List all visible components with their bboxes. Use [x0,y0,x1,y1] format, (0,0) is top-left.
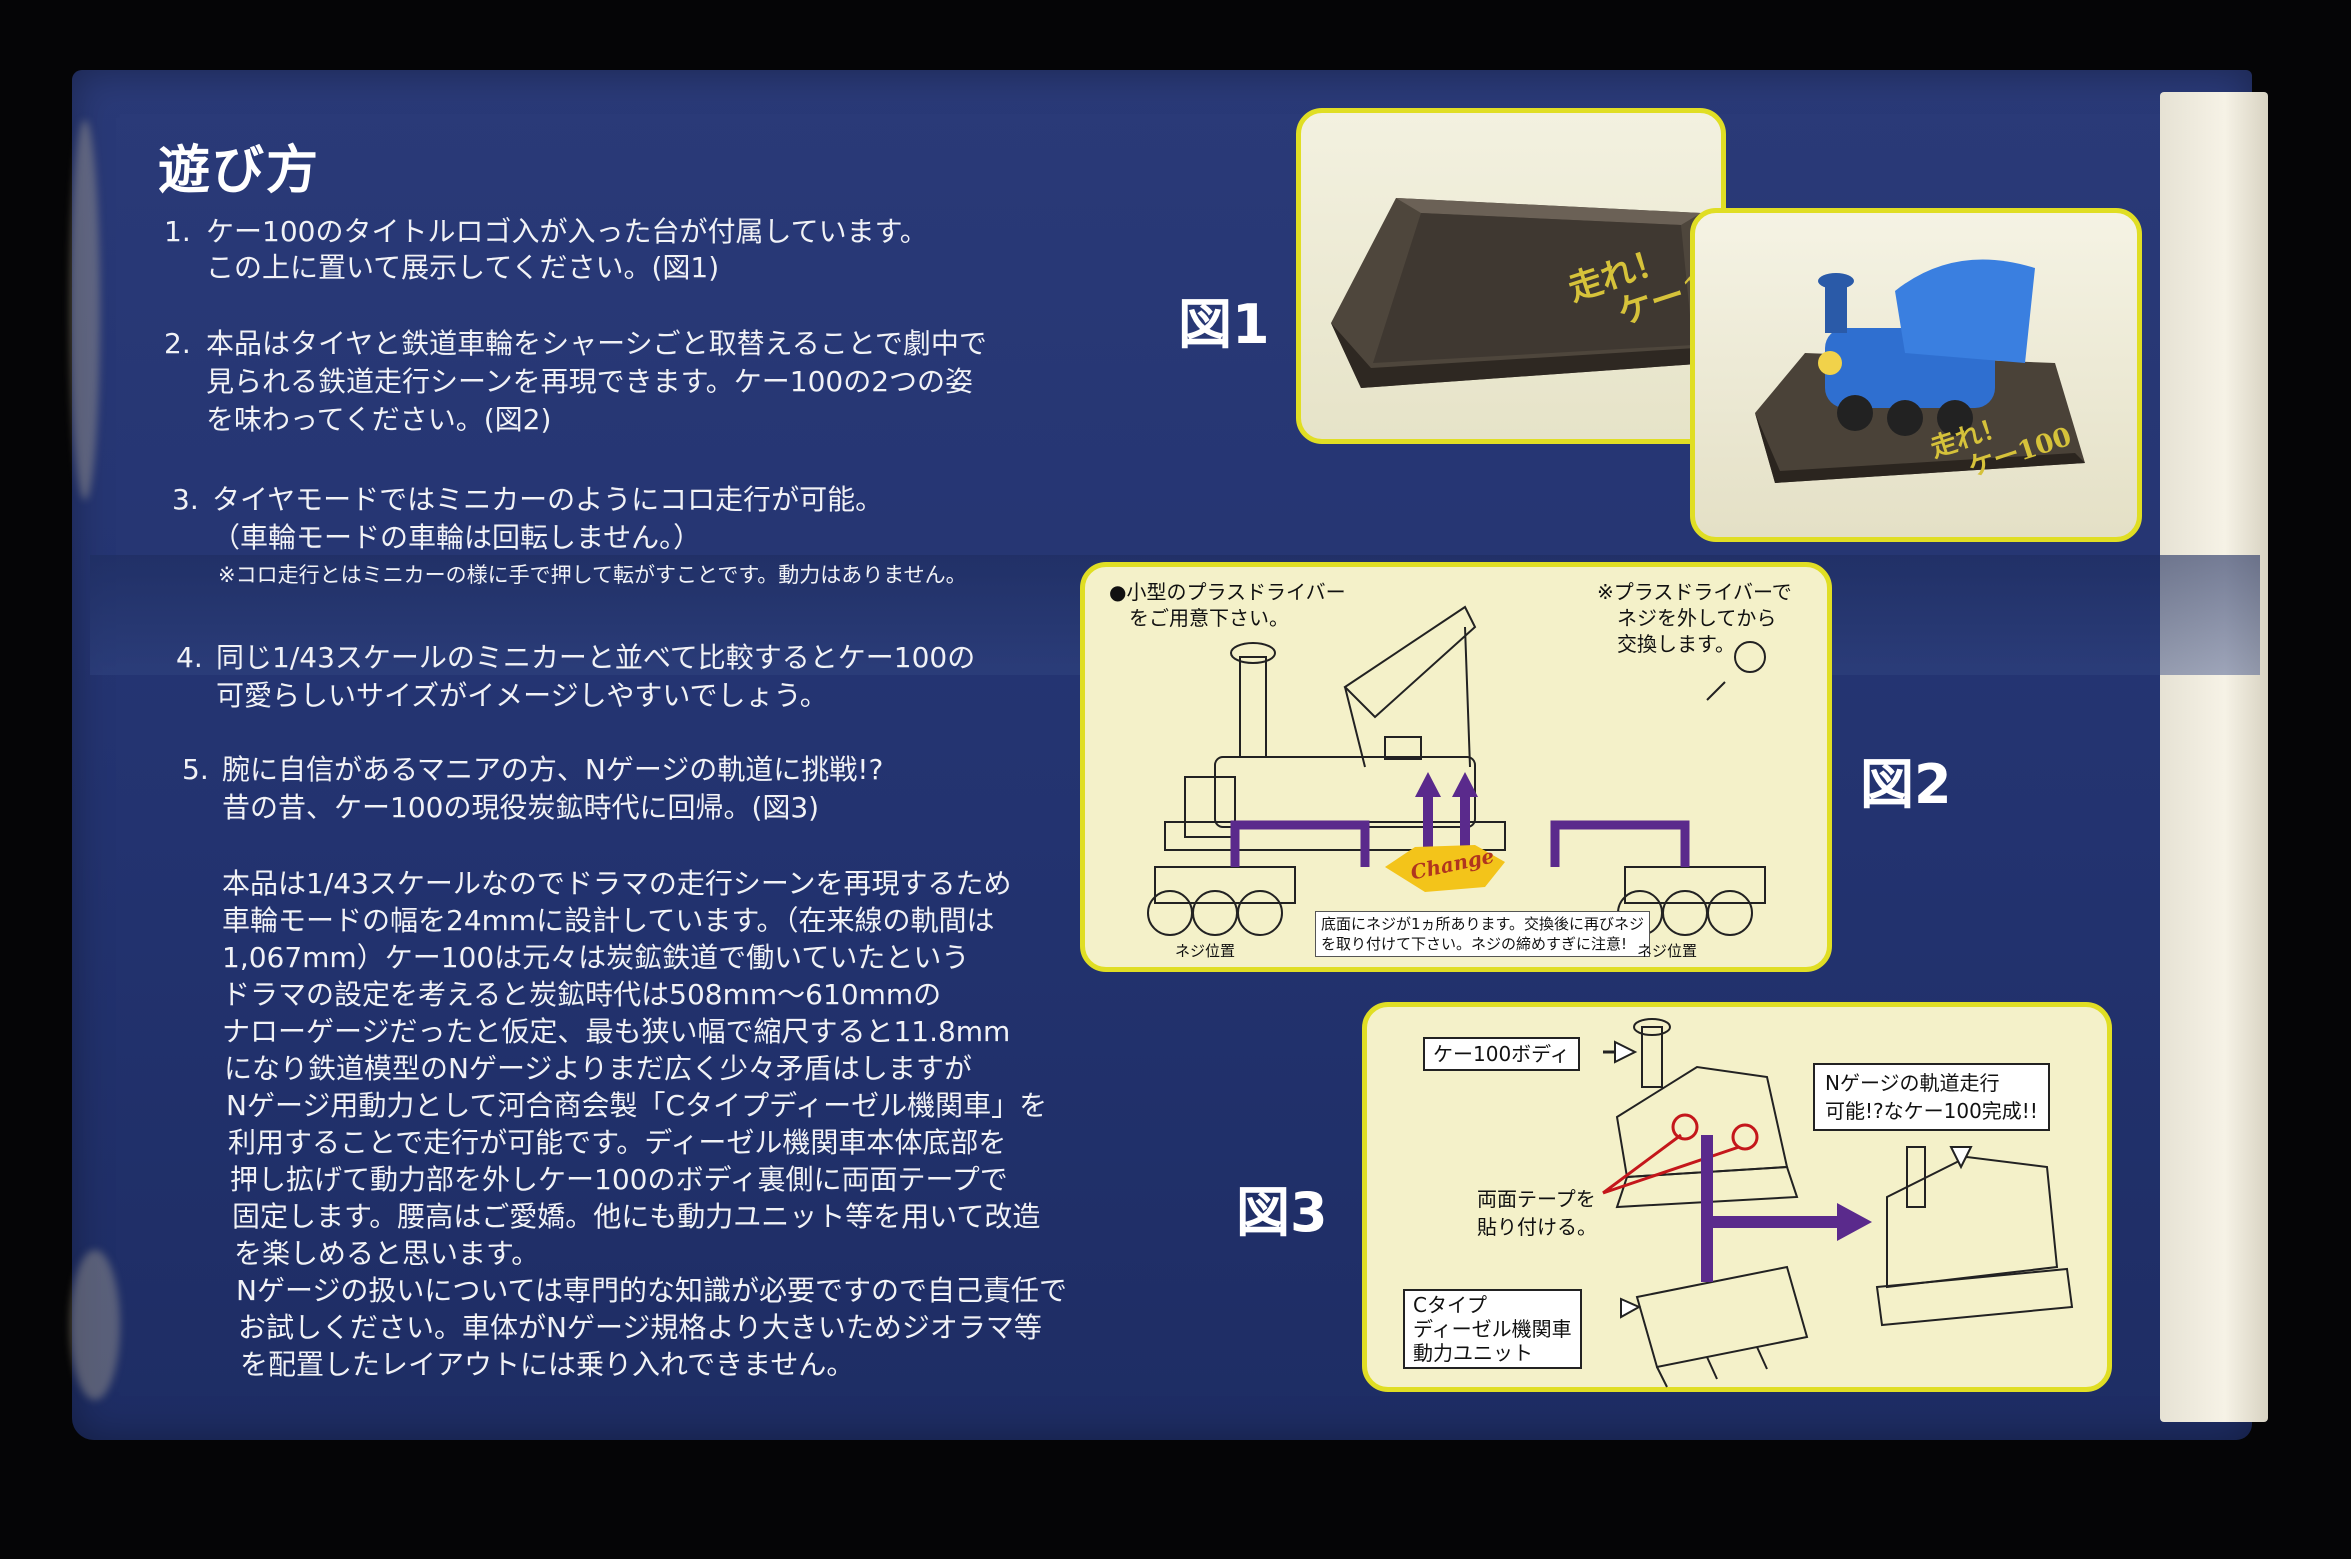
item-text: 可愛らしいサイズがイメージしやすいでしょう。 [216,679,828,712]
screw-position-label: ネジ位置 [1175,942,1236,960]
paragraph-line: 1,067mm）ケー100は元々は炭鉱鉄道で働いていたという [222,941,970,974]
paragraph-line: ドラマの設定を考えると炭鉱時代は508mm～610mmの [222,978,942,1011]
paragraph-line: 固定します。腰高はご愛嬌。他にも動力ユニット等を用いて改造 [232,1200,1041,1233]
paragraph-line: お試しください。車体がNゲージ規格より大きいためジオラマ等 [238,1311,1042,1344]
paragraph-line: 車輪モードの幅を24mmに設計しています。（在来線の軌間は [222,904,995,937]
fig3-diagram: ケー100ボディ Nゲージの軌道走行 可能!?なケー100完成!! 両面テープを… [1362,1002,2112,1392]
paragraph-line: 利用することで走行が可能です。ディーゼル機関車本体底部を [228,1126,1007,1159]
fig1-photo-base: 走れ！ケー100 [1296,108,1758,444]
unscrew-note: ※プラスドライバーで ネジを外してから 交換します。 [1597,580,1792,656]
item-text: 同じ1/43スケールのミニカーと並べて比較するとケー100の [216,641,976,674]
item-text: 本品はタイヤと鉄道車輪をシャーシごと取替えることで劇中で [206,327,987,360]
paragraph-line: を楽しめると思います。 [234,1237,540,1270]
item-text: を味わってください。(図2) [206,403,552,436]
item-text: ケー100のタイトルロゴ入が入った台が付属しています。 [206,215,928,248]
item-text: タイヤモードではミニカーのようにコロ走行が可能。 [212,483,884,516]
n-gauge-assembly-illustration [1602,1018,2074,1388]
edge-wear [70,1250,120,1400]
fig1-label: 図1 [1178,293,1270,356]
paragraph-line: Nゲージの扱いについては専門的な知識が必要ですので自己責任で [236,1274,1067,1307]
item-number: 2. [164,327,191,360]
unit-callout: Cタイプ ディーゼル機関車 動力ユニット [1403,1289,1582,1369]
item-text: この上に置いて展示してください。(図1) [206,251,720,284]
item-number: 4. [176,641,203,674]
paragraph-line: を配置したレイアウトには乗り入れできません。 [240,1348,855,1381]
item-number: 5. [182,753,209,786]
screw-position-label: ネジ位置 [1637,942,1698,960]
fig2-diagram: ●小型のプラスドライバー をご用意下さい。 ※プラスドライバーで ネジを外してか… [1080,562,1832,972]
edge-wear [70,120,100,500]
fig3-label: 図3 [1236,1181,1328,1244]
paragraph-line: Nゲージ用動力として河合商会製「Cタイプディーゼル機関車」を [226,1089,1048,1122]
item-note: ※コロ走行とはミニカーの様に手で押して転がすことです。動力はありません。 [218,563,967,587]
fig1-photo-loco: 走れ！ケー100 [1690,208,2142,542]
item-text: 腕に自信があるマニアの方、Nゲージの軌道に挑戦!? [222,753,884,786]
display-base-illustration [1331,198,1711,388]
screw-note: 底面にネジが1ヵ所あります。交換後に再びネジ を取り付けて下さい。ネジの締めすぎ… [1315,911,1651,957]
package-side-flap [2160,92,2268,1422]
item-text: 見られる鉄道走行シーンを再現できます。ケー100の2つの姿 [206,365,974,398]
fig2-label: 図2 [1860,753,1952,816]
locomotive-on-base-illustration [1755,259,2085,483]
paragraph-line: ナローゲージだったと仮定、最も狭い幅で縮尺すると11.8mm [222,1015,1011,1048]
page-title: 遊び方 [158,141,321,201]
item-text: （車輪モードの車輪は回転しません。） [212,521,702,554]
item-text: 昔の昔、ケー100の現役炭鉱時代に回帰。(図3) [222,791,820,824]
paragraph-line: になり鉄道模型のNゲージよりまだ広く少々矛盾はしますが [224,1052,972,1085]
paragraph-line: 押し拡げて動力部を外しケー100のボディ裏側に両面テープで [230,1163,1008,1196]
item-number: 1. [164,215,191,248]
item-number: 3. [172,483,199,516]
paragraph-line: 本品は1/43スケールなのでドラマの走行シーンを再現するため [222,867,1012,900]
screwdriver-note: ●小型のプラスドライバー をご用意下さい。 [1109,580,1346,630]
body-callout: ケー100ボディ [1423,1037,1580,1071]
complete-callout: Nゲージの軌道走行 可能!?なケー100完成!! [1813,1063,2050,1131]
wheel-change-illustration [1147,605,1766,936]
tape-label: 両面テープを 貼り付ける。 [1477,1187,1597,1239]
